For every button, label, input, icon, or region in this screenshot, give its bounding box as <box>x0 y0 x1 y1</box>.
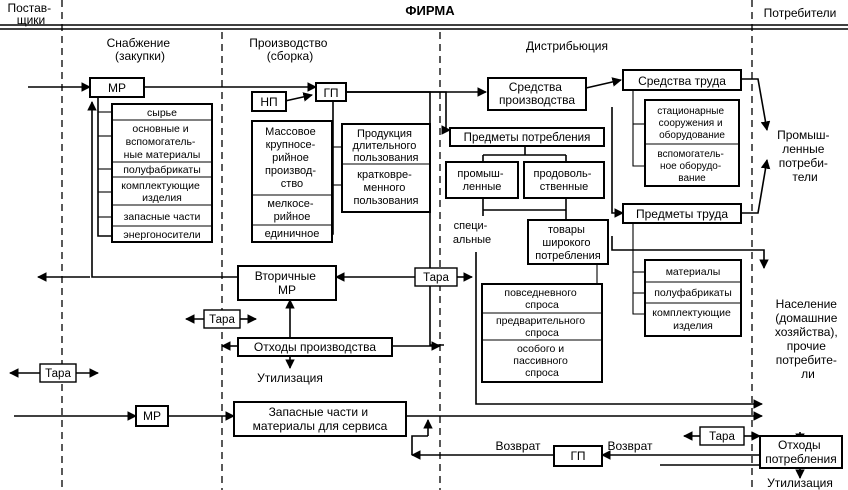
production-column-title: Производство (сборка) <box>249 36 331 63</box>
distribution-column-title: Дистрибьюция <box>526 39 608 53</box>
tare-box-consumer <box>699 426 745 446</box>
product-durable: Продукция длительного пользования <box>353 128 420 164</box>
tare-label-supplier: Тара <box>45 368 71 380</box>
objects-of-labor-label: Предметы труда <box>636 207 728 221</box>
product-short-term: кратковре- менного пользования <box>353 169 418 207</box>
tare-box-distribution <box>414 267 458 287</box>
production-gp-label: ГП <box>323 86 338 100</box>
means-of-labor-box <box>622 69 742 91</box>
industrial-consumers-label: Промыш- ленные потреби- тели <box>777 128 833 184</box>
supply-section: МР сырье основные и вспомогатель- ные ма… <box>89 77 213 243</box>
production-products-box <box>341 123 431 213</box>
industrial-goods-box <box>445 161 519 199</box>
means-labor-stationary: стационарные сооружения и оборудование <box>657 106 727 141</box>
means-of-production-box <box>487 77 587 111</box>
supply-item-components: комплектующие изделия <box>121 180 202 204</box>
special-goods-label: специ- альные <box>453 220 491 246</box>
distribution-section: Средства производства Предметы потреблен… <box>445 69 742 383</box>
consumption-disposal-label: Утилизация <box>767 476 833 490</box>
suppliers-header: Постав- щики <box>7 1 54 27</box>
supply-items-box <box>111 103 213 243</box>
objects-labor-materials: материалы <box>666 266 721 278</box>
production-types-box <box>251 120 333 243</box>
supply-item-energy: энергоносители <box>123 229 200 241</box>
means-of-production-label: Средства производства <box>499 80 575 107</box>
objects-labor-semifinished: полуфабрикаты <box>654 287 732 299</box>
service-parts-label: Запасные части и материалы для сервиса <box>253 405 388 433</box>
production-np-label: НП <box>260 95 277 109</box>
service-mr-box <box>135 405 169 427</box>
supply-item-semifinished: полуфабрикаты <box>123 164 201 176</box>
supply-item-materials: основные и вспомогатель- ные материалы <box>124 123 201 161</box>
production-np-box <box>251 91 287 112</box>
mass-goods-label: товары широкого потребления <box>535 224 601 262</box>
objects-labor-components: комплектующие изделия <box>652 307 733 332</box>
supply-item-spare-parts: запасные части <box>124 211 201 223</box>
means-of-labor-items-box <box>644 99 740 187</box>
tare-label-distribution: Тара <box>423 272 449 284</box>
production-disposal-label: Утилизация <box>257 371 323 385</box>
means-labor-auxiliary: вспомогатель- ное оборудо- вание <box>657 149 726 184</box>
service-parts-box <box>233 401 407 437</box>
production-type-small-batch: мелкосе- рийное <box>267 198 316 223</box>
tare-box-supplier <box>39 363 77 383</box>
tare-label-consumer: Тара <box>709 431 735 443</box>
supply-column-title: Снабжение (закупки) <box>107 36 174 63</box>
production-waste-box <box>237 337 393 357</box>
tare-box-production <box>203 309 241 329</box>
production-section: НП ГП Массовое крупносе- рийное производ… <box>237 82 431 385</box>
consumption-waste-box <box>759 435 843 469</box>
food-goods-box <box>523 161 605 199</box>
returns-gp-box <box>553 445 603 467</box>
objects-of-labor-items-box <box>644 259 742 337</box>
return-label-left: Возврат <box>496 439 542 453</box>
firm-header: ФИРМА <box>405 3 455 18</box>
population-consumers-label: Население (домашние хозяйства), прочие п… <box>775 297 841 381</box>
means-of-labor-label: Средства труда <box>638 74 726 88</box>
consumers-header: Потребители <box>764 6 837 20</box>
returns-gp-label: ГП <box>570 449 585 463</box>
consumers-section: Промыш- ленные потреби- тели Население (… <box>775 128 841 381</box>
production-type-single: единичное <box>265 228 320 240</box>
consumption-waste-label: Отходы потребления <box>765 438 836 466</box>
production-gp-box <box>315 82 347 102</box>
secondary-mr-label: Вторичные МР <box>255 269 320 297</box>
supply-item-raw: сырье <box>147 107 177 119</box>
service-section: МР Запасные части и материалы для сервис… <box>135 401 843 490</box>
tare-label-production: Тара <box>209 314 235 326</box>
demand-box <box>481 283 603 383</box>
demand-preliminary: предварительного спроса <box>496 315 588 339</box>
demand-daily: повседневного спроса <box>504 287 579 311</box>
supply-mr-box <box>89 77 145 98</box>
food-goods-label: продоволь- ственные <box>534 168 595 193</box>
demand-special: особого и пассивного спроса <box>513 343 570 379</box>
tare-boxes: Тара Тара Тара Тара <box>39 267 745 446</box>
production-waste-label: Отходы производства <box>254 340 377 354</box>
consumer-goods-label: Предметы потребления <box>464 132 591 144</box>
return-label-right: Возврат <box>608 439 654 453</box>
supply-mr-label: МР <box>108 81 126 95</box>
mass-goods-box <box>527 219 609 265</box>
service-mr-label: МР <box>143 409 161 423</box>
consumer-goods-box <box>449 127 605 147</box>
objects-of-labor-box <box>622 203 742 224</box>
production-type-mass: Массовое крупносе- рийное производ- ство <box>265 126 319 190</box>
secondary-mr-box <box>237 265 337 301</box>
industrial-goods-label: промыш- ленные <box>457 168 506 193</box>
